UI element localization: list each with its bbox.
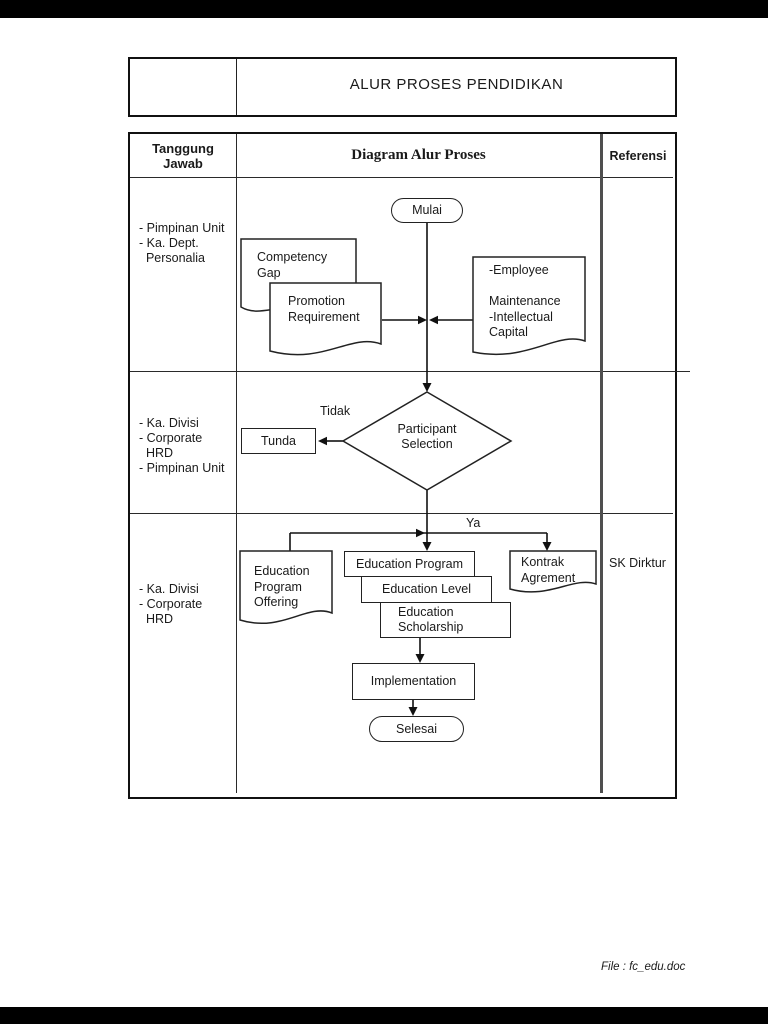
row-divider-1 (130, 371, 690, 372)
reference-row-3: SK Dirktur (609, 556, 666, 570)
responsibility-row-2: - Ka. Divisi - Corporate HRD - Pimpinan … (139, 416, 225, 475)
document-kontrak-agrement (509, 550, 597, 593)
branch-yes-label: Ya (466, 516, 481, 530)
employee-doc-label: -Employee Maintenance -Intellectual Capi… (489, 263, 561, 339)
education-program-offering-label: Education Program Offering (254, 564, 310, 609)
kontrak-agrement-label: Kontrak Agrement (521, 555, 576, 585)
tunda-step-label: Tunda (261, 433, 296, 448)
header-row-divider (130, 177, 673, 178)
column-header-responsibility-label: Tanggung Jawab (152, 140, 214, 171)
education-program-step: Education Program (344, 551, 475, 577)
arrowhead-into-decision-icon (422, 383, 432, 392)
implementation-step: Implementation (352, 663, 475, 700)
column-divider-reference (600, 134, 603, 793)
document-promotion-requirement (269, 282, 382, 356)
education-level-step: Education Level (361, 576, 492, 603)
column-header-responsibility: Tanggung Jawab (130, 134, 236, 177)
arrowhead-left-icon (429, 315, 438, 325)
arrowhead-yes-branch-icon (416, 528, 425, 538)
decision-diamond (341, 391, 513, 491)
column-header-reference-label: Referensi (609, 148, 667, 163)
document-employee (472, 256, 586, 356)
top-letterbox-bar (0, 0, 768, 18)
column-header-diagram-label: Diagram Alur Proses (351, 147, 486, 163)
document-education-program-offering (239, 550, 333, 625)
file-note: File : fc_edu.doc (601, 961, 686, 973)
promotion-requirement-label: Promotion Requirement (288, 294, 360, 324)
education-scholarship-label: Education Scholarship (398, 605, 464, 634)
responsibility-row-1: - Pimpinan Unit - Ka. Dept. Personalia (139, 221, 225, 265)
arrowhead-into-tunda-icon (318, 436, 327, 446)
education-program-label: Education Program (355, 556, 463, 571)
competency-gap-label: Competency Gap (257, 250, 328, 280)
education-scholarship-step: Education Scholarship (380, 602, 511, 638)
arrowhead-into-kontrak-icon (542, 542, 552, 551)
arrowhead-into-program-icon (422, 542, 432, 551)
column-header-reference: Referensi (603, 134, 673, 177)
arrowhead-into-implementation-icon (415, 654, 425, 663)
bottom-letterbox-bar (0, 1007, 768, 1024)
arrowhead-right-icon (418, 315, 427, 325)
page-title: ALUR PROSES PENDIDIKAN (349, 75, 564, 93)
end-node-label: Selesai (396, 721, 437, 736)
column-divider-responsibility (236, 134, 237, 793)
title-table-divider (236, 59, 237, 115)
education-level-label: Education Level (382, 582, 471, 596)
row-divider-2 (130, 513, 673, 514)
start-node: Mulai (391, 198, 463, 223)
decision-label: Participant Selection (397, 422, 457, 451)
responsibility-row-3: - Ka. Divisi - Corporate HRD (139, 582, 203, 626)
implementation-label: Implementation (370, 674, 457, 688)
arrowhead-into-end-icon (408, 707, 418, 716)
column-header-diagram: Diagram Alur Proses (237, 134, 600, 177)
branch-no-label: Tidak (320, 404, 351, 418)
title-table (128, 57, 677, 117)
end-node: Selesai (369, 716, 464, 742)
tunda-step: Tunda (241, 428, 316, 454)
start-node-label: Mulai (412, 203, 442, 217)
